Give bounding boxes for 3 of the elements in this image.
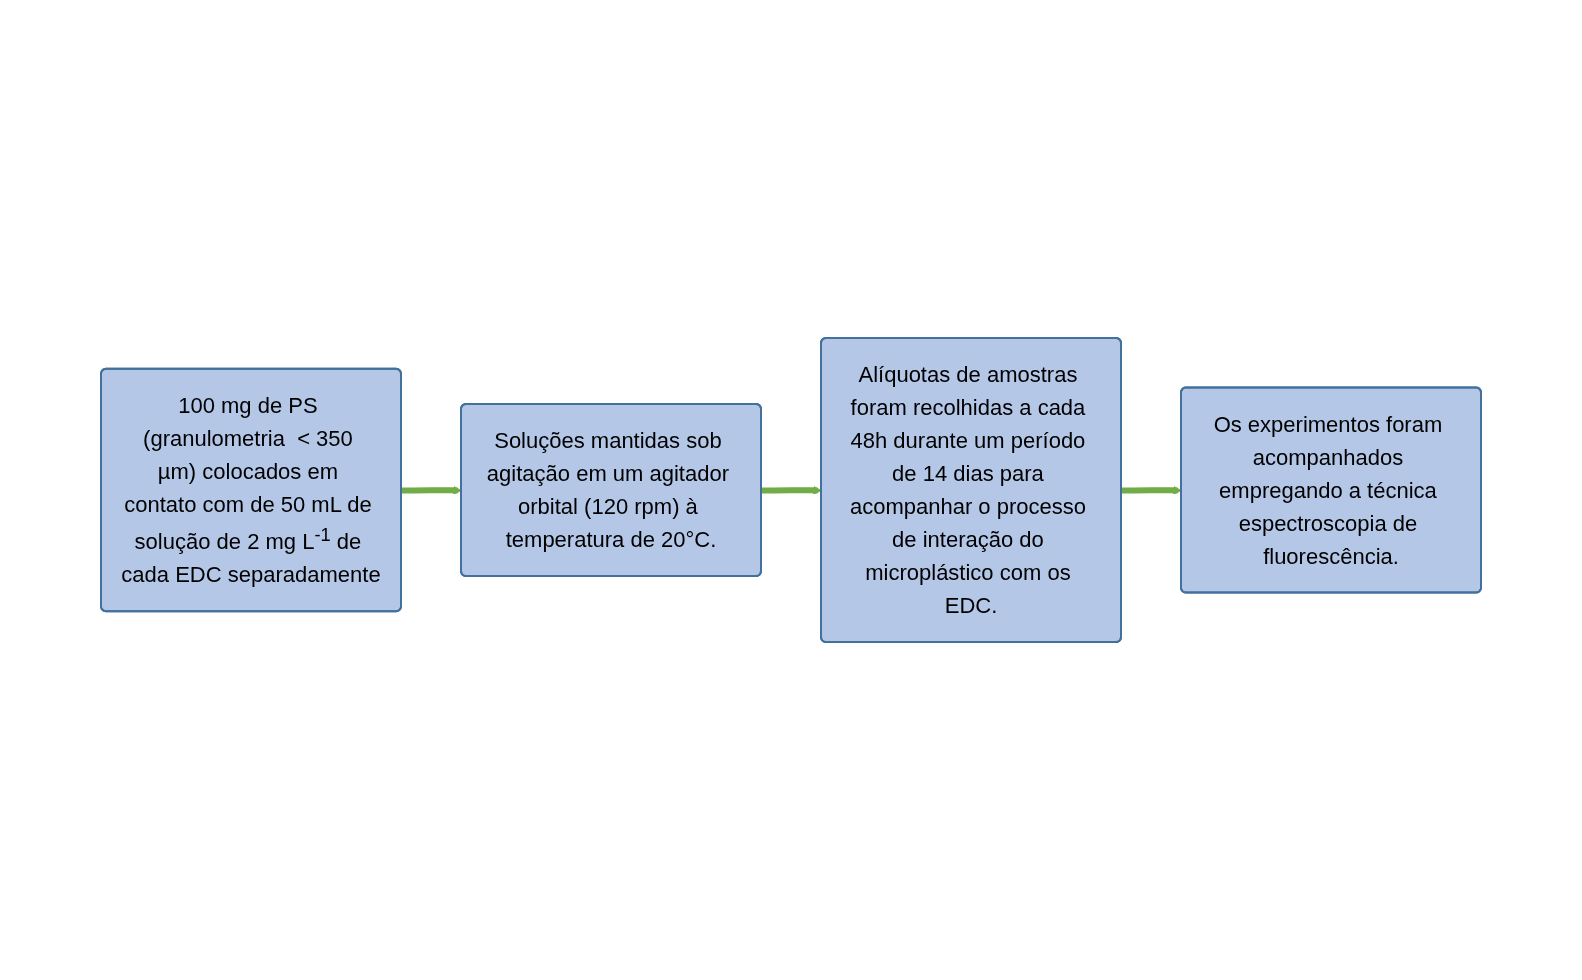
arrow xyxy=(401,485,462,495)
arrow xyxy=(761,485,822,495)
arrow xyxy=(1121,485,1182,495)
